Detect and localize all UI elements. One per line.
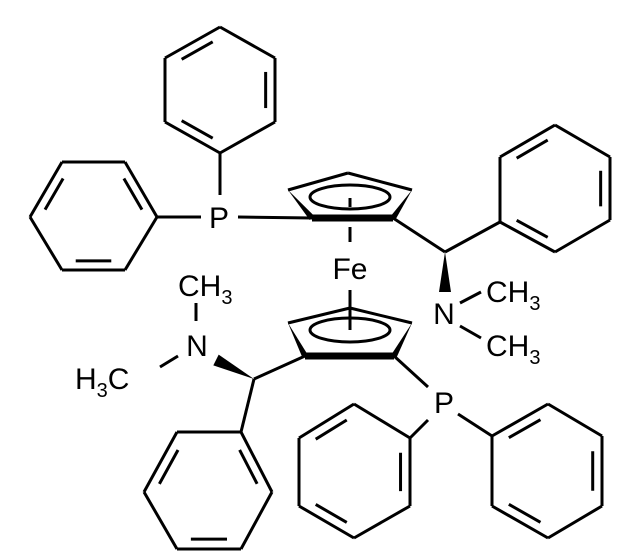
phenyl-bottom-center-bond bbox=[353, 402, 411, 440]
phenyl-bottom-left-bond bbox=[142, 431, 179, 493]
phenyl-top-bond bbox=[219, 25, 276, 60]
phenyl-bottom-left-double-bond bbox=[238, 449, 259, 485]
atom-p-bottom: P bbox=[434, 387, 454, 420]
cp-ch-bond bbox=[253, 354, 306, 381]
phenyl-left-bond bbox=[28, 216, 64, 271]
atom-n-right: N bbox=[433, 298, 455, 331]
phenyl-bottom-center-double-bond bbox=[314, 503, 348, 524]
phenyl-top-bond bbox=[219, 120, 276, 155]
phenyl-bottom-right-bond bbox=[491, 504, 549, 540]
cp-top-aromatic-ring bbox=[308, 183, 392, 211]
methyl-left: H3C bbox=[75, 363, 129, 402]
cp-bottom-wedge-right bbox=[391, 323, 412, 358]
methyl-right-upper: CH3 bbox=[486, 276, 540, 315]
methyl-right-lower: CH3 bbox=[486, 330, 540, 369]
phenyl-bottom-right-bond bbox=[547, 402, 603, 438]
phenyl-bottom-center-bond bbox=[298, 402, 355, 440]
phenyl-right-double-bond bbox=[515, 138, 549, 160]
cp-bottom-bond bbox=[349, 306, 413, 325]
cp-bottom-wedge-left bbox=[288, 323, 308, 358]
n-methyl-bond bbox=[459, 290, 482, 305]
cp-top-wedge-right bbox=[390, 190, 412, 220]
phenyl-bottom-left-double-bond bbox=[158, 449, 180, 485]
cp-bottom-bond bbox=[287, 306, 351, 325]
n-methyl-bond bbox=[459, 324, 482, 340]
phenyl-right-bond bbox=[554, 123, 611, 159]
phenyl-bottom-right-double-bond bbox=[508, 418, 542, 440]
phenyl-top-bond bbox=[164, 120, 221, 155]
methyl-left-upper: CH3 bbox=[178, 270, 232, 309]
phenyl-left-double-bond bbox=[122, 177, 144, 211]
n-methyl-bond bbox=[159, 354, 179, 369]
phenyl-top-double-bond bbox=[180, 40, 214, 61]
phenyl-left-bond bbox=[123, 216, 159, 271]
phenyl-bottom-center-bond bbox=[298, 504, 355, 540]
phenyl-bottom-right-bond bbox=[491, 402, 549, 438]
phenyl-right-double-bond bbox=[515, 219, 549, 239]
phenyl-top-double-bond bbox=[180, 119, 214, 140]
cp-top-bond bbox=[287, 171, 349, 192]
p-phenyl-bond bbox=[408, 418, 430, 440]
p-cp-bond bbox=[237, 215, 313, 220]
p-cp-bond bbox=[392, 354, 430, 389]
phenyl-right-bond bbox=[499, 220, 556, 254]
phenyl-bottom-left-bond bbox=[239, 431, 274, 493]
p-phenyl-bond bbox=[457, 412, 493, 438]
atom-n-left: N bbox=[186, 330, 208, 363]
atom-p-top: P bbox=[209, 202, 229, 235]
phenyl-top-bond bbox=[164, 25, 221, 60]
cp-ch-bond bbox=[392, 216, 446, 254]
ch-phenyl-bond bbox=[444, 220, 501, 254]
phenyl-left-bond bbox=[28, 161, 64, 218]
phenyl-right-bond bbox=[554, 218, 611, 254]
ch-phenyl-bond bbox=[239, 378, 256, 433]
phenyl-bottom-left-bond bbox=[239, 491, 274, 550]
phenyl-right-bond bbox=[499, 123, 556, 159]
phenyl-bottom-center-bond bbox=[353, 504, 411, 540]
wedges bbox=[213, 190, 451, 379]
phenyl-bottom-left-bond bbox=[142, 491, 179, 550]
cp-top-wedge-left bbox=[288, 190, 315, 220]
phenyl-left-double-bond bbox=[43, 177, 65, 211]
phenyl-bottom-center-double-bond bbox=[314, 418, 348, 441]
stereo-wedge-left bbox=[213, 354, 254, 379]
phenyl-bottom-right-bond bbox=[547, 504, 603, 540]
cp-top-bond bbox=[347, 171, 413, 192]
phenyl-bottom-right-double-bond bbox=[508, 502, 542, 524]
phenyl-left-bond bbox=[123, 161, 159, 218]
bonds bbox=[28, 25, 612, 551]
atom-fe: Fe bbox=[332, 253, 367, 286]
stereo-wedge-right bbox=[439, 252, 451, 292]
